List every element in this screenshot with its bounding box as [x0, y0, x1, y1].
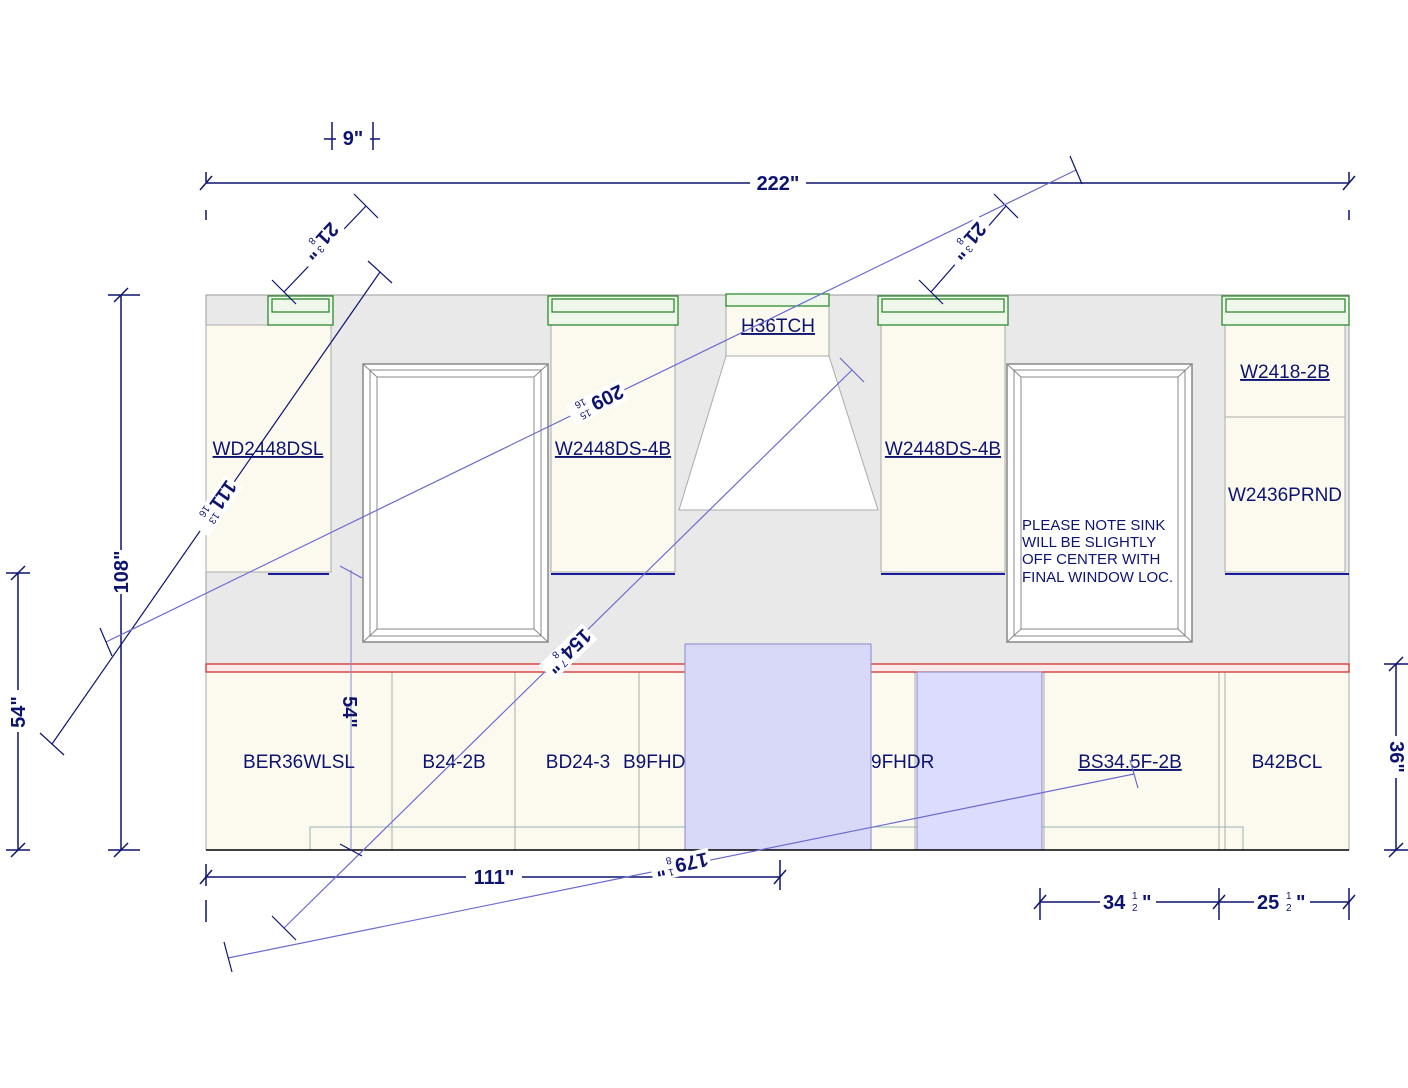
diag-21-left-label: 21 3 8 "	[294, 215, 346, 269]
label-b42bcl[interactable]: B42BCL	[1252, 752, 1323, 773]
note-line-3: OFF CENTER WITH	[1022, 551, 1160, 568]
label-b9fhdr[interactable]: 9FHDR	[871, 752, 934, 773]
note-line-1: PLEASE NOTE SINK	[1022, 517, 1165, 534]
wall-cabinet-w2436prnd[interactable]	[1224, 416, 1346, 573]
dishwasher-appliance[interactable]	[916, 671, 1043, 851]
svg-text:8: 8	[664, 854, 672, 866]
dim-width-25-den: 2	[1286, 903, 1292, 914]
svg-text:": "	[653, 857, 667, 880]
svg-text:8: 8	[305, 235, 317, 247]
label-h36tch[interactable]: H36TCH	[741, 316, 815, 337]
svg-text:8: 8	[953, 235, 965, 247]
note-line-4: FINAL WINDOW LOC.	[1022, 569, 1173, 586]
dim-width-34-den: 2	[1132, 903, 1138, 914]
label-b24-2b[interactable]: B24-2B	[422, 752, 485, 773]
wall-cabinet-w2448ds-4b-right[interactable]	[880, 324, 1006, 573]
wall-cabinet-w2448ds-4b-left[interactable]	[550, 324, 676, 573]
range-hood-h36tch[interactable]	[678, 304, 879, 511]
wall-cabinet-wd2448dsl[interactable]	[205, 324, 332, 573]
dim-height-108: 108"	[111, 551, 133, 594]
dim-top-9: 9"	[343, 128, 364, 150]
label-w2448ds-4b-left[interactable]: W2448DS-4B	[555, 439, 671, 460]
dim-height-54-left: 54"	[8, 696, 30, 728]
dim-width-111: 111"	[474, 867, 515, 889]
dim-width-25-inch: "	[1296, 892, 1305, 914]
dim-width-34-whole: 34	[1103, 892, 1126, 914]
svg-text:179: 179	[673, 847, 710, 875]
svg-text:7: 7	[557, 657, 569, 669]
svg-text:3: 3	[314, 243, 326, 255]
label-bs34-5f-2b[interactable]: BS34.5F-2B	[1078, 752, 1182, 773]
label-w2448ds-4b-right[interactable]: W2448DS-4B	[885, 439, 1001, 460]
svg-text:16: 16	[572, 395, 587, 410]
svg-text:1: 1	[667, 866, 675, 878]
label-b9fhdl[interactable]: B9FHD	[623, 752, 685, 773]
label-ber36wlsl[interactable]: BER36WLSL	[243, 752, 355, 773]
diag-21-right-label: 21 3 8 "	[942, 215, 994, 269]
svg-text:3: 3	[962, 243, 974, 255]
label-wd2448dsl[interactable]: WD2448DSL	[213, 439, 324, 460]
dim-width-34-inch: "	[1142, 892, 1151, 914]
svg-text:15: 15	[577, 406, 592, 421]
window-right	[1006, 363, 1193, 643]
dim-overall-222: 222"	[757, 173, 800, 195]
dim-height-54-inner: 54"	[338, 696, 360, 728]
dim-height-36: 36"	[1385, 741, 1407, 773]
label-bd24-3[interactable]: BD24-3	[546, 752, 610, 773]
dim-width-25-num: 1	[1286, 891, 1292, 902]
svg-text:8: 8	[549, 648, 561, 660]
wall-cabinet-w2418-2b[interactable]	[1224, 324, 1346, 418]
label-w2418-2b[interactable]: W2418-2B	[1240, 362, 1330, 383]
window-left	[362, 363, 549, 643]
label-w2436prnd[interactable]: W2436PRND	[1228, 485, 1342, 506]
note-line-2: WILL BE SLIGHTLY	[1022, 534, 1156, 551]
range-appliance[interactable]	[684, 643, 872, 851]
sink-note: PLEASE NOTE SINK WILL BE SLIGHTLY OFF CE…	[1022, 517, 1173, 586]
dim-width-34-num: 1	[1132, 891, 1138, 902]
dim-width-25-whole: 25	[1257, 892, 1279, 914]
crown-moldings	[267, 293, 1350, 326]
